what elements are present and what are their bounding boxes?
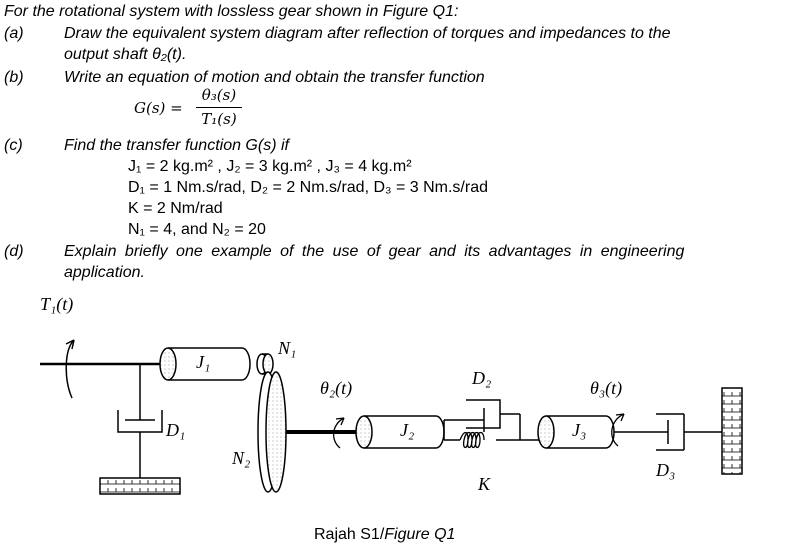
label-t1: T₁(t) [40,294,74,314]
part-b-line1: Write an equation of motion and obtain t… [64,69,485,86]
damper-d2 [443,399,521,440]
theta2-arrow [333,417,345,449]
torque-arrow [65,339,75,399]
label-j1: J₁ [196,352,211,372]
equation-numerator: θ₃(s) [201,86,237,104]
part-a-line2: output shaft θ₂(t). [64,46,187,63]
label-j2: J₂ [400,420,415,440]
given-damping: D₁ = 1 Nm.s/rad, D₂ = 2 Nm.s/rad, D₃ = 3… [128,179,488,196]
label-theta2: θ₂(t) [320,378,353,398]
label-theta3: θ₃(t) [590,378,623,398]
label-d2: D₂ [472,368,492,388]
ground-base [99,477,181,495]
gear-n1 [256,353,274,375]
inertia-j1 [159,347,251,381]
label-d1: D₁ [166,420,186,440]
fraction-bar [196,107,242,108]
equation-denominator: T₁(s) [201,110,237,128]
label-n2: N₂ [232,448,251,468]
gear-n2 [257,371,287,493]
label-j3: J₃ [572,420,587,440]
caption-figure: Figure Q1 [384,526,456,543]
inertia-j2 [355,415,445,449]
part-b-label: (b) [4,69,24,86]
given-inertias: J₁ = 2 kg.m² , J₂ = 3 kg.m² , J₃ = 4 kg.… [128,158,412,175]
given-gear-teeth: N₁ = 4, and N₂ = 20 [128,221,266,238]
caption-main: Rajah S1/ [314,526,385,543]
label-k: K [478,474,491,494]
part-c-label: (c) [4,137,23,154]
part-d-line1: Explain briefly one example of the use o… [64,243,685,260]
label-n1: N₁ [278,338,297,358]
damper-d1 [117,364,163,478]
label-d3: D₃ [656,460,676,480]
ground-wall [721,387,743,475]
spring-k [444,431,540,449]
part-d-label: (d) [4,243,24,260]
part-c-line1: Find the transfer function G(s) if [64,137,289,154]
part-a-line1: Draw the equivalent system diagram after… [64,25,671,42]
part-a-label: (a) [4,25,24,42]
intro-text: For the rotational system with lossless … [4,3,459,20]
figure-caption: Rajah S1/Figure Q1 [314,526,455,544]
given-spring: K = 2 Nm/rad [128,200,223,217]
damper-d3 [650,413,722,451]
theta3-arrow [611,413,625,447]
equation-lhs: G(s) = [134,99,183,117]
part-d-line2: application. [64,264,145,281]
